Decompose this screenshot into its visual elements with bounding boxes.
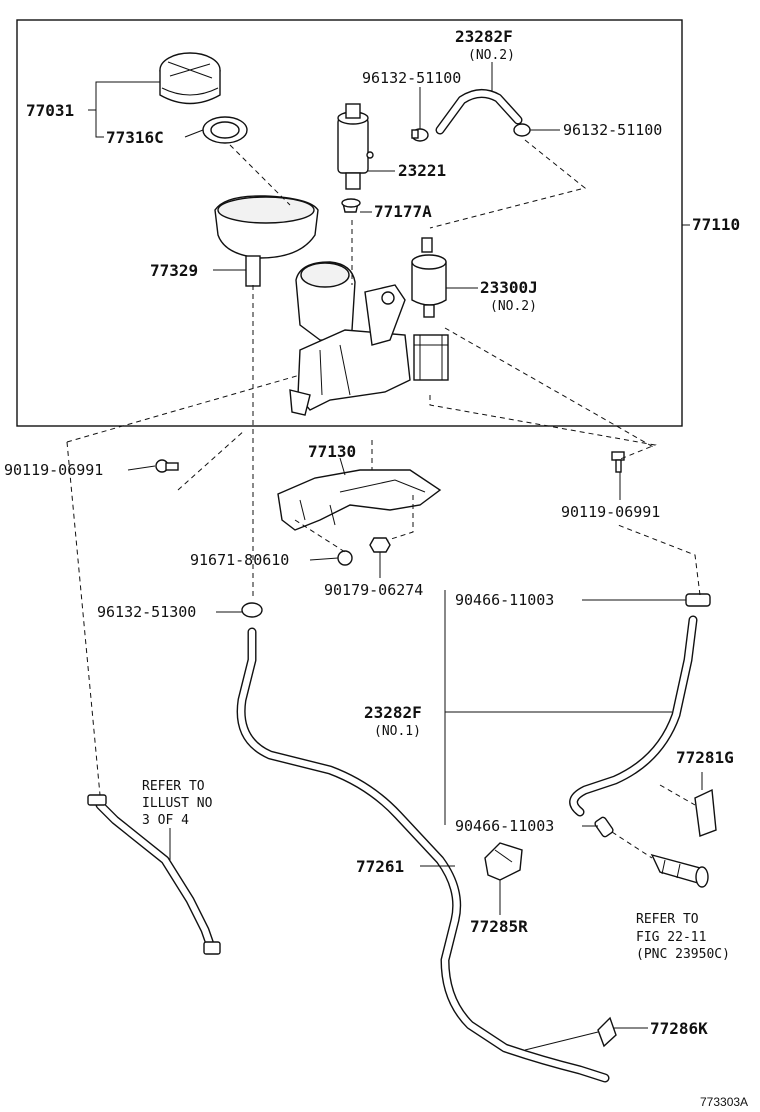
hose-holder-77285r bbox=[484, 842, 523, 881]
clip-77286k bbox=[597, 1016, 617, 1048]
label-23282f-top-sub: (NO.2) bbox=[468, 48, 515, 63]
label-77177a: 77177A bbox=[374, 202, 432, 221]
fuel-connector-fig-22-11 bbox=[650, 853, 709, 888]
filler-neck-assembly bbox=[289, 261, 411, 416]
bolt-91671 bbox=[337, 550, 353, 566]
pipe-end-left bbox=[203, 941, 221, 955]
label-90179: 90179-06274 bbox=[324, 581, 423, 599]
label-90119-right: 90119-06991 bbox=[561, 503, 660, 521]
diagram-id: 773303A bbox=[700, 1095, 748, 1109]
label-77130: 77130 bbox=[308, 442, 356, 461]
label-77316c: 77316C bbox=[106, 128, 164, 147]
label-77286k: 77286K bbox=[650, 1019, 708, 1038]
label-90466-bottom: 90466-11003 bbox=[455, 817, 554, 835]
mounting-bracket bbox=[277, 469, 442, 531]
label-91671: 91671-80610 bbox=[190, 551, 289, 569]
label-23221: 23221 bbox=[398, 161, 446, 180]
bolt-left bbox=[155, 459, 179, 473]
label-77281g: 77281G bbox=[676, 748, 734, 767]
refer-fig-line1: REFER TO bbox=[636, 912, 699, 927]
hose-clamp-90466-top bbox=[685, 593, 711, 607]
fuel-cap bbox=[159, 52, 221, 105]
label-77031: 77031 bbox=[26, 101, 74, 120]
label-23282f-mid: 23282F bbox=[364, 703, 422, 722]
label-77110: 77110 bbox=[692, 215, 740, 234]
filler-gasket bbox=[202, 116, 248, 144]
label-96132-51300: 96132-51300 bbox=[97, 603, 196, 621]
clip-77281g bbox=[694, 788, 717, 837]
fuel-filter bbox=[411, 237, 449, 381]
grommet bbox=[341, 198, 361, 213]
label-96132-51100-b: 96132-51100 bbox=[563, 121, 662, 139]
fuel-pump bbox=[337, 103, 374, 190]
refer-fig-line3: (PNC 23950C) bbox=[636, 947, 730, 962]
label-77285r: 77285R bbox=[470, 917, 528, 936]
pipe-clamp-left bbox=[87, 794, 107, 806]
refer-illust-line1: REFER TO bbox=[142, 779, 205, 794]
assembly-frame-77110 bbox=[16, 19, 683, 427]
label-90119-left: 90119-06991 bbox=[4, 461, 103, 479]
label-23300j-sub: (NO.2) bbox=[490, 299, 537, 314]
refer-illust-line2: ILLUST NO bbox=[142, 796, 213, 811]
label-23300j: 23300J bbox=[480, 278, 538, 297]
label-77261: 77261 bbox=[356, 857, 404, 876]
label-96132-51100-a: 96132-51100 bbox=[362, 69, 461, 87]
hose-clamp-90466-bottom bbox=[594, 816, 614, 838]
hose-clamp-right bbox=[513, 123, 531, 137]
nut-90179 bbox=[369, 537, 391, 553]
clamp-96132-51300 bbox=[241, 602, 263, 618]
refer-illust-line3: 3 OF 4 bbox=[142, 813, 189, 828]
bolt-right bbox=[611, 451, 625, 473]
label-23282f-top: 23282F bbox=[455, 27, 513, 46]
refer-fig-line2: FIG 22-11 bbox=[636, 930, 706, 945]
label-90466-top: 90466-11003 bbox=[455, 591, 554, 609]
label-23282f-mid-sub: (NO.1) bbox=[374, 724, 421, 739]
label-77329: 77329 bbox=[150, 261, 198, 280]
filler-funnel bbox=[214, 195, 319, 287]
hose-clamp-left bbox=[411, 128, 429, 142]
